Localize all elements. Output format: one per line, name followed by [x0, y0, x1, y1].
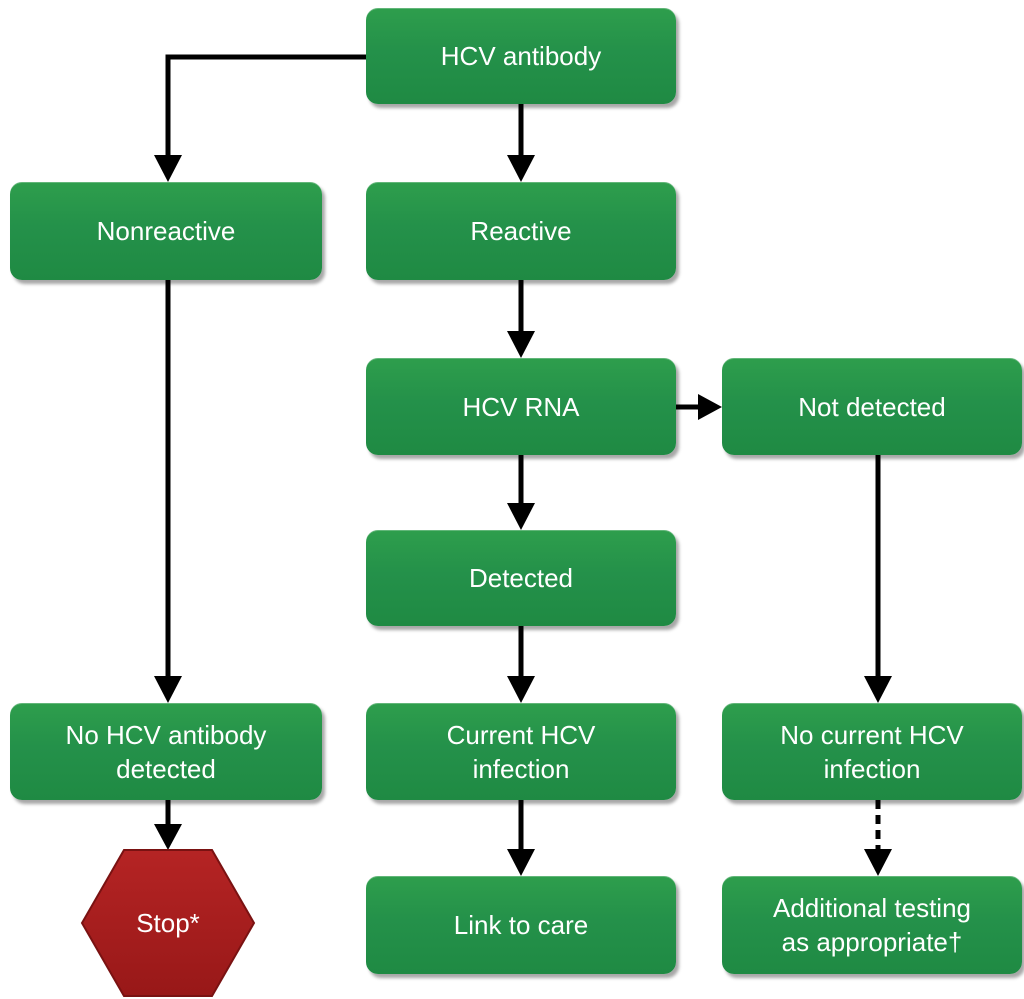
- node-nonreactive: Nonreactive: [10, 182, 322, 280]
- stop-label: Stop*: [136, 907, 200, 938]
- node-no-hcv-antibody-detected: No HCV antibody detected: [10, 703, 322, 800]
- arrowhead-rna: [507, 331, 535, 358]
- node-current-hcv-infection: Current HCV infection: [366, 703, 676, 800]
- node-not-detected: Not detected: [722, 358, 1022, 455]
- node-detected: Detected: [366, 530, 676, 626]
- arrowhead-link: [507, 849, 535, 876]
- node-link-to-care: Link to care: [366, 876, 676, 974]
- arrowhead-nocurrent: [864, 676, 892, 703]
- arrow-antibody-to-nonreactive: [165, 54, 368, 160]
- node-no-current-hcv-infection: No current HCV infection: [722, 703, 1022, 800]
- arrowhead-reactive: [507, 155, 535, 182]
- arrowhead-nonreactive: [154, 155, 182, 182]
- node-hcv-antibody: HCV antibody: [366, 8, 676, 104]
- arrowhead-notdetected: [698, 394, 722, 420]
- stop-hexagon-shape: [80, 849, 256, 997]
- arrowhead-noantibody: [154, 676, 182, 703]
- node-stop: Stop*: [80, 848, 256, 998]
- node-hcv-rna: HCV RNA: [366, 358, 676, 455]
- node-reactive: Reactive: [366, 182, 676, 280]
- arrowhead-additional: [864, 849, 892, 876]
- arrowhead-current: [507, 676, 535, 703]
- arrowhead-detected: [507, 503, 535, 530]
- arrowhead-stop: [154, 824, 182, 850]
- node-additional-testing: Additional testing as appropriate†: [722, 876, 1022, 974]
